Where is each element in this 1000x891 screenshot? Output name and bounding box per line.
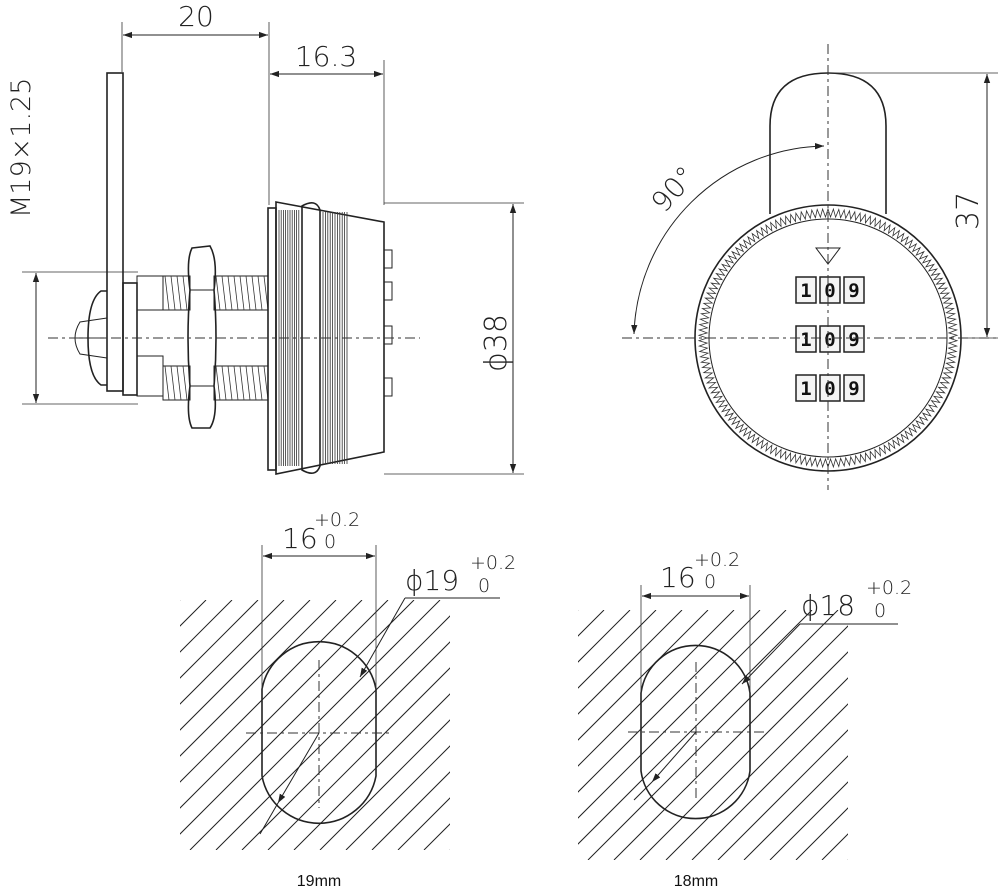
tolerance-upper: +0.2 xyxy=(314,509,360,531)
wheel-window[interactable] xyxy=(819,276,841,304)
panel-cutout-18mm: 16 +0.2 0 ϕ18 +0.2 0 18mm xyxy=(578,549,912,890)
wheel-digit: 9 xyxy=(848,378,859,400)
cam-plate xyxy=(106,72,124,392)
panel-cutout-19mm: 16 +0.2 0 ϕ19 +0.2 0 19mm xyxy=(180,509,516,890)
cutout-caption: 19mm xyxy=(297,873,341,890)
wheel-window[interactable] xyxy=(843,325,865,353)
tolerance-upper: +0.2 xyxy=(694,549,740,571)
dimension-20-label: 20 xyxy=(178,0,214,33)
wheel-digit: 0 xyxy=(824,329,835,351)
flat-width-label: 16 xyxy=(660,561,696,594)
tolerance-lower: 0 xyxy=(324,531,336,553)
wheel-window[interactable] xyxy=(819,325,841,353)
wheel-digit: 9 xyxy=(848,329,859,351)
wheel-window[interactable] xyxy=(843,276,865,304)
dimension-thread: M19×1.25 xyxy=(6,78,138,405)
dimension-dial-diameter: ϕ38 xyxy=(384,202,524,475)
thread-spec-label: M19×1.25 xyxy=(6,78,37,218)
thread-body xyxy=(162,275,269,401)
tolerance-lower: 0 xyxy=(478,575,490,597)
dimension-height: 37 xyxy=(828,72,998,339)
wheel-digit: 1 xyxy=(800,329,811,351)
wheel-window[interactable] xyxy=(795,374,817,402)
cutout-caption: 18mm xyxy=(674,873,718,890)
height-37-label: 37 xyxy=(951,192,986,230)
wheel-digit: 9 xyxy=(848,280,859,302)
side-view: 20 16.3 M19×1.25 xyxy=(6,0,524,475)
dimension-shaft-length: 20 xyxy=(121,0,270,205)
dimension-dial-depth: 16.3 xyxy=(270,40,385,205)
diameter-38-label: ϕ38 xyxy=(479,314,514,372)
rotation-indicator: 90° xyxy=(631,143,825,335)
rotation-90-label: 90° xyxy=(645,160,703,219)
diameter-label: ϕ19 xyxy=(405,564,459,597)
wheel-window[interactable] xyxy=(795,325,817,353)
tolerance-lower: 0 xyxy=(704,571,716,593)
wheel-digit: 0 xyxy=(824,280,835,302)
hex-nut xyxy=(187,245,217,429)
wheel-digit: 0 xyxy=(824,378,835,400)
tolerance-upper: +0.2 xyxy=(866,577,912,599)
dimension-16-3-label: 16.3 xyxy=(295,40,357,73)
wheel-window[interactable] xyxy=(819,374,841,402)
wheel-window[interactable] xyxy=(795,276,817,304)
tolerance-upper: +0.2 xyxy=(470,552,516,574)
diameter-label: ϕ18 xyxy=(801,589,855,622)
tolerance-lower: 0 xyxy=(874,600,886,622)
wheel-window[interactable] xyxy=(843,374,865,402)
wheel-digit: 1 xyxy=(800,280,811,302)
flat-width-label: 16 xyxy=(282,522,318,555)
washer xyxy=(122,282,138,396)
wheel-digit: 1 xyxy=(800,378,811,400)
